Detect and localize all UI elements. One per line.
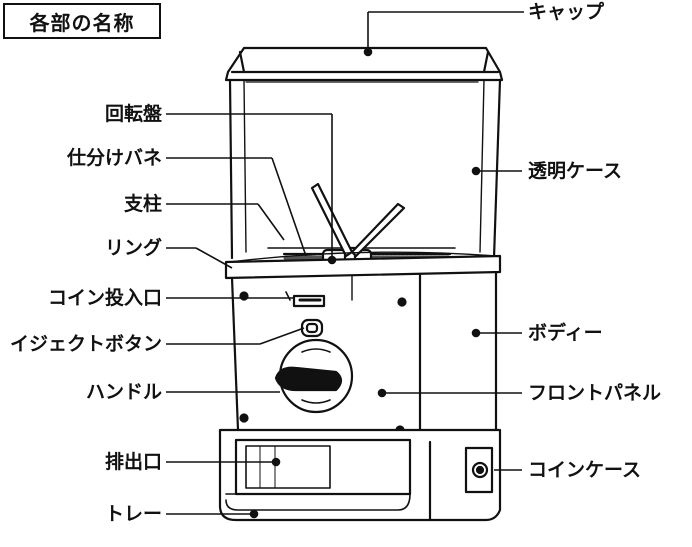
label-tray: トレー [104, 503, 162, 525]
coin-slot [285, 291, 326, 308]
label-body: ボディー [528, 322, 603, 344]
label-ring: リング [104, 237, 162, 259]
cap [224, 46, 504, 82]
label-outlet: 排出口 [104, 451, 162, 473]
right-spring-post [350, 202, 406, 258]
label-cap: キャップ [528, 1, 605, 23]
base [218, 428, 502, 522]
label-turntable: 回転盤 [104, 103, 162, 125]
label-coin-slot: コイン投入口 [47, 287, 162, 309]
eject-button-icon [300, 318, 324, 338]
label-eject-button: イジェクトボタン [9, 333, 162, 355]
page-title: 各部の名称 [3, 3, 161, 39]
handle-knob-icon [274, 338, 354, 414]
label-coin-case: コインケース [528, 459, 642, 481]
mechanism [267, 182, 456, 301]
ring [224, 251, 502, 280]
label-divider-spring: 仕分けバネ [66, 147, 162, 169]
label-post: 支柱 [123, 193, 162, 215]
label-handle: ハンドル [85, 381, 162, 403]
label-front-panel: フロントパネル [528, 382, 662, 404]
label-clear-case: 透明ケース [528, 160, 623, 182]
clear-case [228, 78, 502, 260]
coin-case-lock-icon [464, 446, 494, 494]
